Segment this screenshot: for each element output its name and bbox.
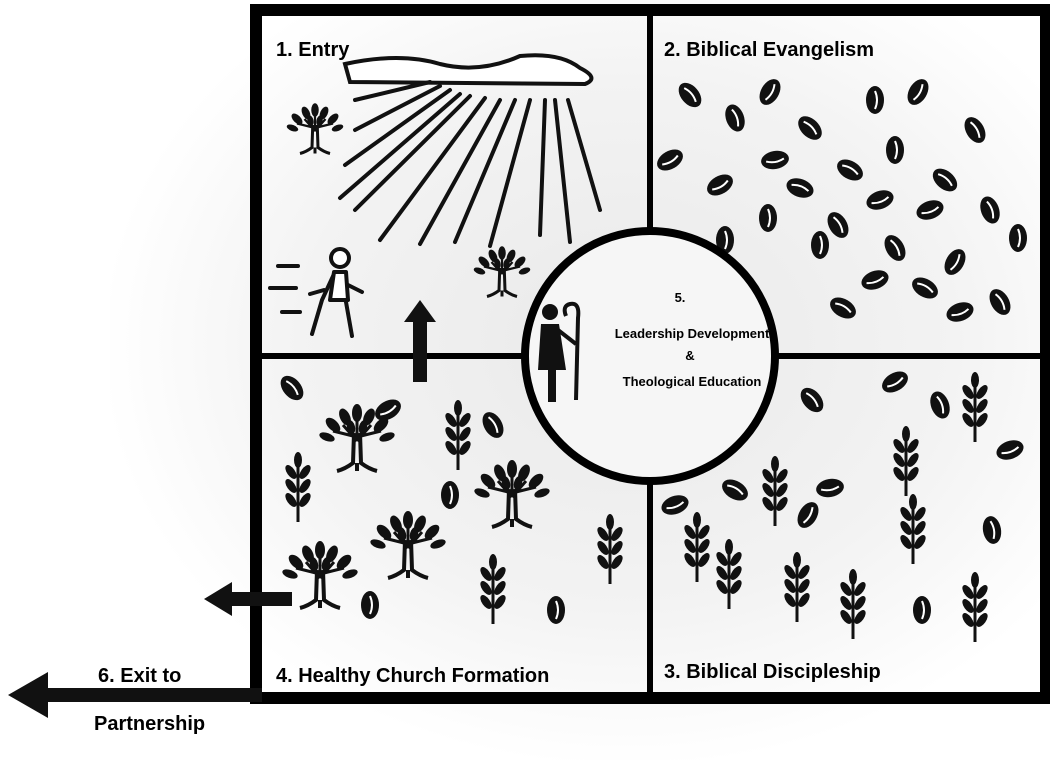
seed-icon <box>912 195 948 225</box>
exit-label-line2: Partnership <box>94 713 205 735</box>
wheat-icon <box>780 550 814 624</box>
center-circle: 5. Leadership Development & Theological … <box>521 227 779 485</box>
tree-icon <box>471 244 533 298</box>
seed-icon <box>907 272 943 304</box>
seed-icon <box>477 407 509 443</box>
seed-icon <box>885 135 905 165</box>
seed-icon <box>832 154 868 186</box>
exit-arrow <box>8 672 262 718</box>
center-number: 5. <box>675 290 686 305</box>
wheat-icon <box>758 454 792 528</box>
seed-icon <box>758 147 792 173</box>
wheat-icon <box>680 510 714 584</box>
seed-icon <box>984 284 1016 320</box>
entry-label: 1. Entry <box>276 39 350 61</box>
tree-icon <box>279 539 361 610</box>
seed-icon <box>813 475 847 501</box>
hill-icon <box>342 53 594 87</box>
seed-icon <box>975 192 1005 228</box>
seed-icon <box>758 203 778 233</box>
seed-icon <box>857 265 893 295</box>
wheat-icon <box>712 537 746 611</box>
wheat-icon <box>476 552 510 626</box>
seed-icon <box>275 370 309 406</box>
seed-icon <box>810 230 830 260</box>
walking-person-icon <box>268 247 364 338</box>
seed-icon <box>440 480 460 510</box>
wheat-icon <box>281 450 315 524</box>
seed-icon <box>925 387 955 423</box>
seed-icon <box>702 169 738 201</box>
tree-icon <box>367 509 449 580</box>
diagram-canvas: 5. Leadership Development & Theological … <box>8 4 1050 735</box>
seed-icon <box>979 513 1005 547</box>
seed-icon <box>959 112 991 148</box>
evangelism-label: 2. Biblical Evangelism <box>664 39 874 61</box>
church-formation-label: 4. Healthy Church Formation <box>276 665 549 687</box>
seed-icon <box>942 297 978 327</box>
seed-icon <box>992 435 1028 465</box>
seed-icon <box>652 144 688 176</box>
seed-icon <box>877 366 913 398</box>
seed-icon <box>717 474 753 506</box>
wheat-icon <box>593 512 627 586</box>
seed-icon <box>902 74 934 110</box>
seed-icon <box>795 382 829 418</box>
wheat-icon <box>836 567 870 641</box>
exit-label-line1: 6. Exit to <box>98 665 181 687</box>
seed-icon <box>1008 223 1028 253</box>
seed-icon <box>360 590 380 620</box>
seed-icon <box>862 185 898 215</box>
tree-icon <box>284 101 346 155</box>
wheat-icon <box>441 398 475 472</box>
center-line3: Theological Education <box>623 374 762 389</box>
seed-icon <box>792 110 828 146</box>
seed-icon <box>720 100 750 136</box>
seed-icon <box>546 595 566 625</box>
arrow-up-icon <box>404 300 436 382</box>
seed-icon <box>865 85 885 115</box>
wheat-icon <box>958 370 992 444</box>
seed-icon <box>825 292 861 324</box>
diagram: 5. Leadership Development & Theological … <box>8 0 1050 760</box>
seed-icon <box>782 173 818 203</box>
wheat-icon <box>958 570 992 644</box>
seed-icon <box>939 244 971 280</box>
arrow-left-icon <box>204 582 292 616</box>
seed-icon <box>879 230 911 266</box>
seed-icon <box>754 74 786 110</box>
seed-icon <box>912 595 932 625</box>
seed-icon <box>822 207 854 243</box>
discipleship-label: 3. Biblical Discipleship <box>664 661 881 683</box>
sun-rays-icon <box>338 80 602 248</box>
shepherd-icon <box>538 301 581 402</box>
seed-icon <box>927 163 963 197</box>
seed-icon <box>792 497 824 533</box>
entry-quadrant <box>268 53 602 382</box>
seed-icon <box>673 77 707 113</box>
tree-icon <box>471 458 553 529</box>
center-line2: & <box>685 348 694 363</box>
center-line1: Leadership Development <box>615 326 770 341</box>
wheat-icon <box>889 424 923 498</box>
wheat-icon <box>896 492 930 566</box>
seed-icon <box>657 490 693 520</box>
